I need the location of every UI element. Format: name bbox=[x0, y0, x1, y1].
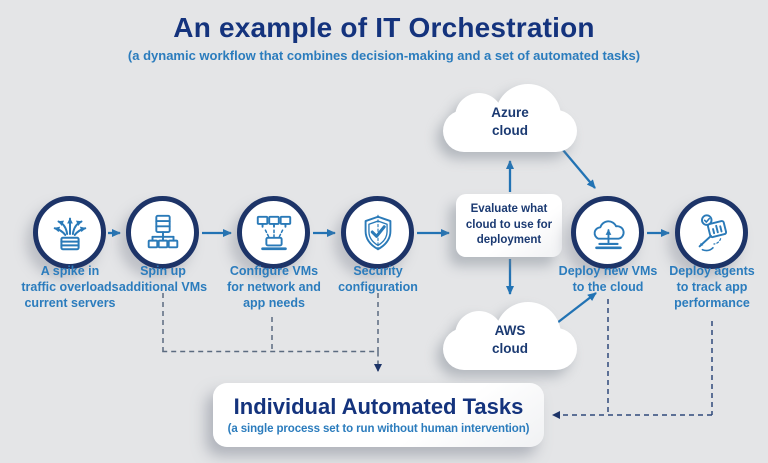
azure-cloud-label: Azure cloud bbox=[491, 105, 529, 138]
aws-cloud-label: AWS cloud bbox=[492, 323, 528, 356]
step-label-spin-up-vms: Spin up additional VMs bbox=[118, 264, 208, 294]
step-label-security: Security configuration bbox=[338, 264, 418, 294]
step-traffic-spike bbox=[33, 196, 106, 269]
page-title: An example of IT Orchestration bbox=[173, 12, 595, 43]
step-configure-vms bbox=[237, 196, 310, 269]
server-network-icon bbox=[147, 214, 178, 248]
cloud-shape bbox=[443, 84, 577, 152]
vm-configuration-icon bbox=[256, 215, 291, 250]
step-security bbox=[341, 196, 414, 269]
step-label-traffic-spike: A spike in traffic overloads current ser… bbox=[21, 264, 119, 310]
performance-tracking-icon bbox=[698, 213, 727, 251]
step-label-deploy-vms: Deploy new VMs to the cloud bbox=[558, 264, 658, 294]
step-label-configure-vms: Configure VMs for network and app needs bbox=[227, 264, 321, 310]
shield-check-icon bbox=[364, 214, 391, 251]
aws-cloud: AWS cloud bbox=[443, 302, 577, 370]
footer-subtitle: (a single process set to run without hum… bbox=[227, 422, 530, 435]
traffic-spike-icon bbox=[53, 217, 86, 250]
step-spin-up-vms bbox=[126, 196, 199, 269]
azure-cloud: Azure cloud bbox=[443, 84, 577, 152]
decision-box: Evaluate what cloud to use for deploymen… bbox=[456, 194, 562, 257]
cloud-shape bbox=[443, 302, 577, 370]
cloud-upload-icon bbox=[593, 219, 625, 249]
step-deploy-vms bbox=[571, 196, 644, 269]
page-subtitle: (a dynamic workflow that combines decisi… bbox=[127, 48, 641, 63]
step-label-deploy-agents: Deploy agents to track app performance bbox=[669, 264, 755, 310]
step-deploy-agents bbox=[675, 196, 748, 269]
footer-title: Individual Automated Tasks bbox=[233, 394, 524, 420]
individual-automated-tasks-box: Individual Automated Tasks (a single pro… bbox=[213, 383, 544, 447]
